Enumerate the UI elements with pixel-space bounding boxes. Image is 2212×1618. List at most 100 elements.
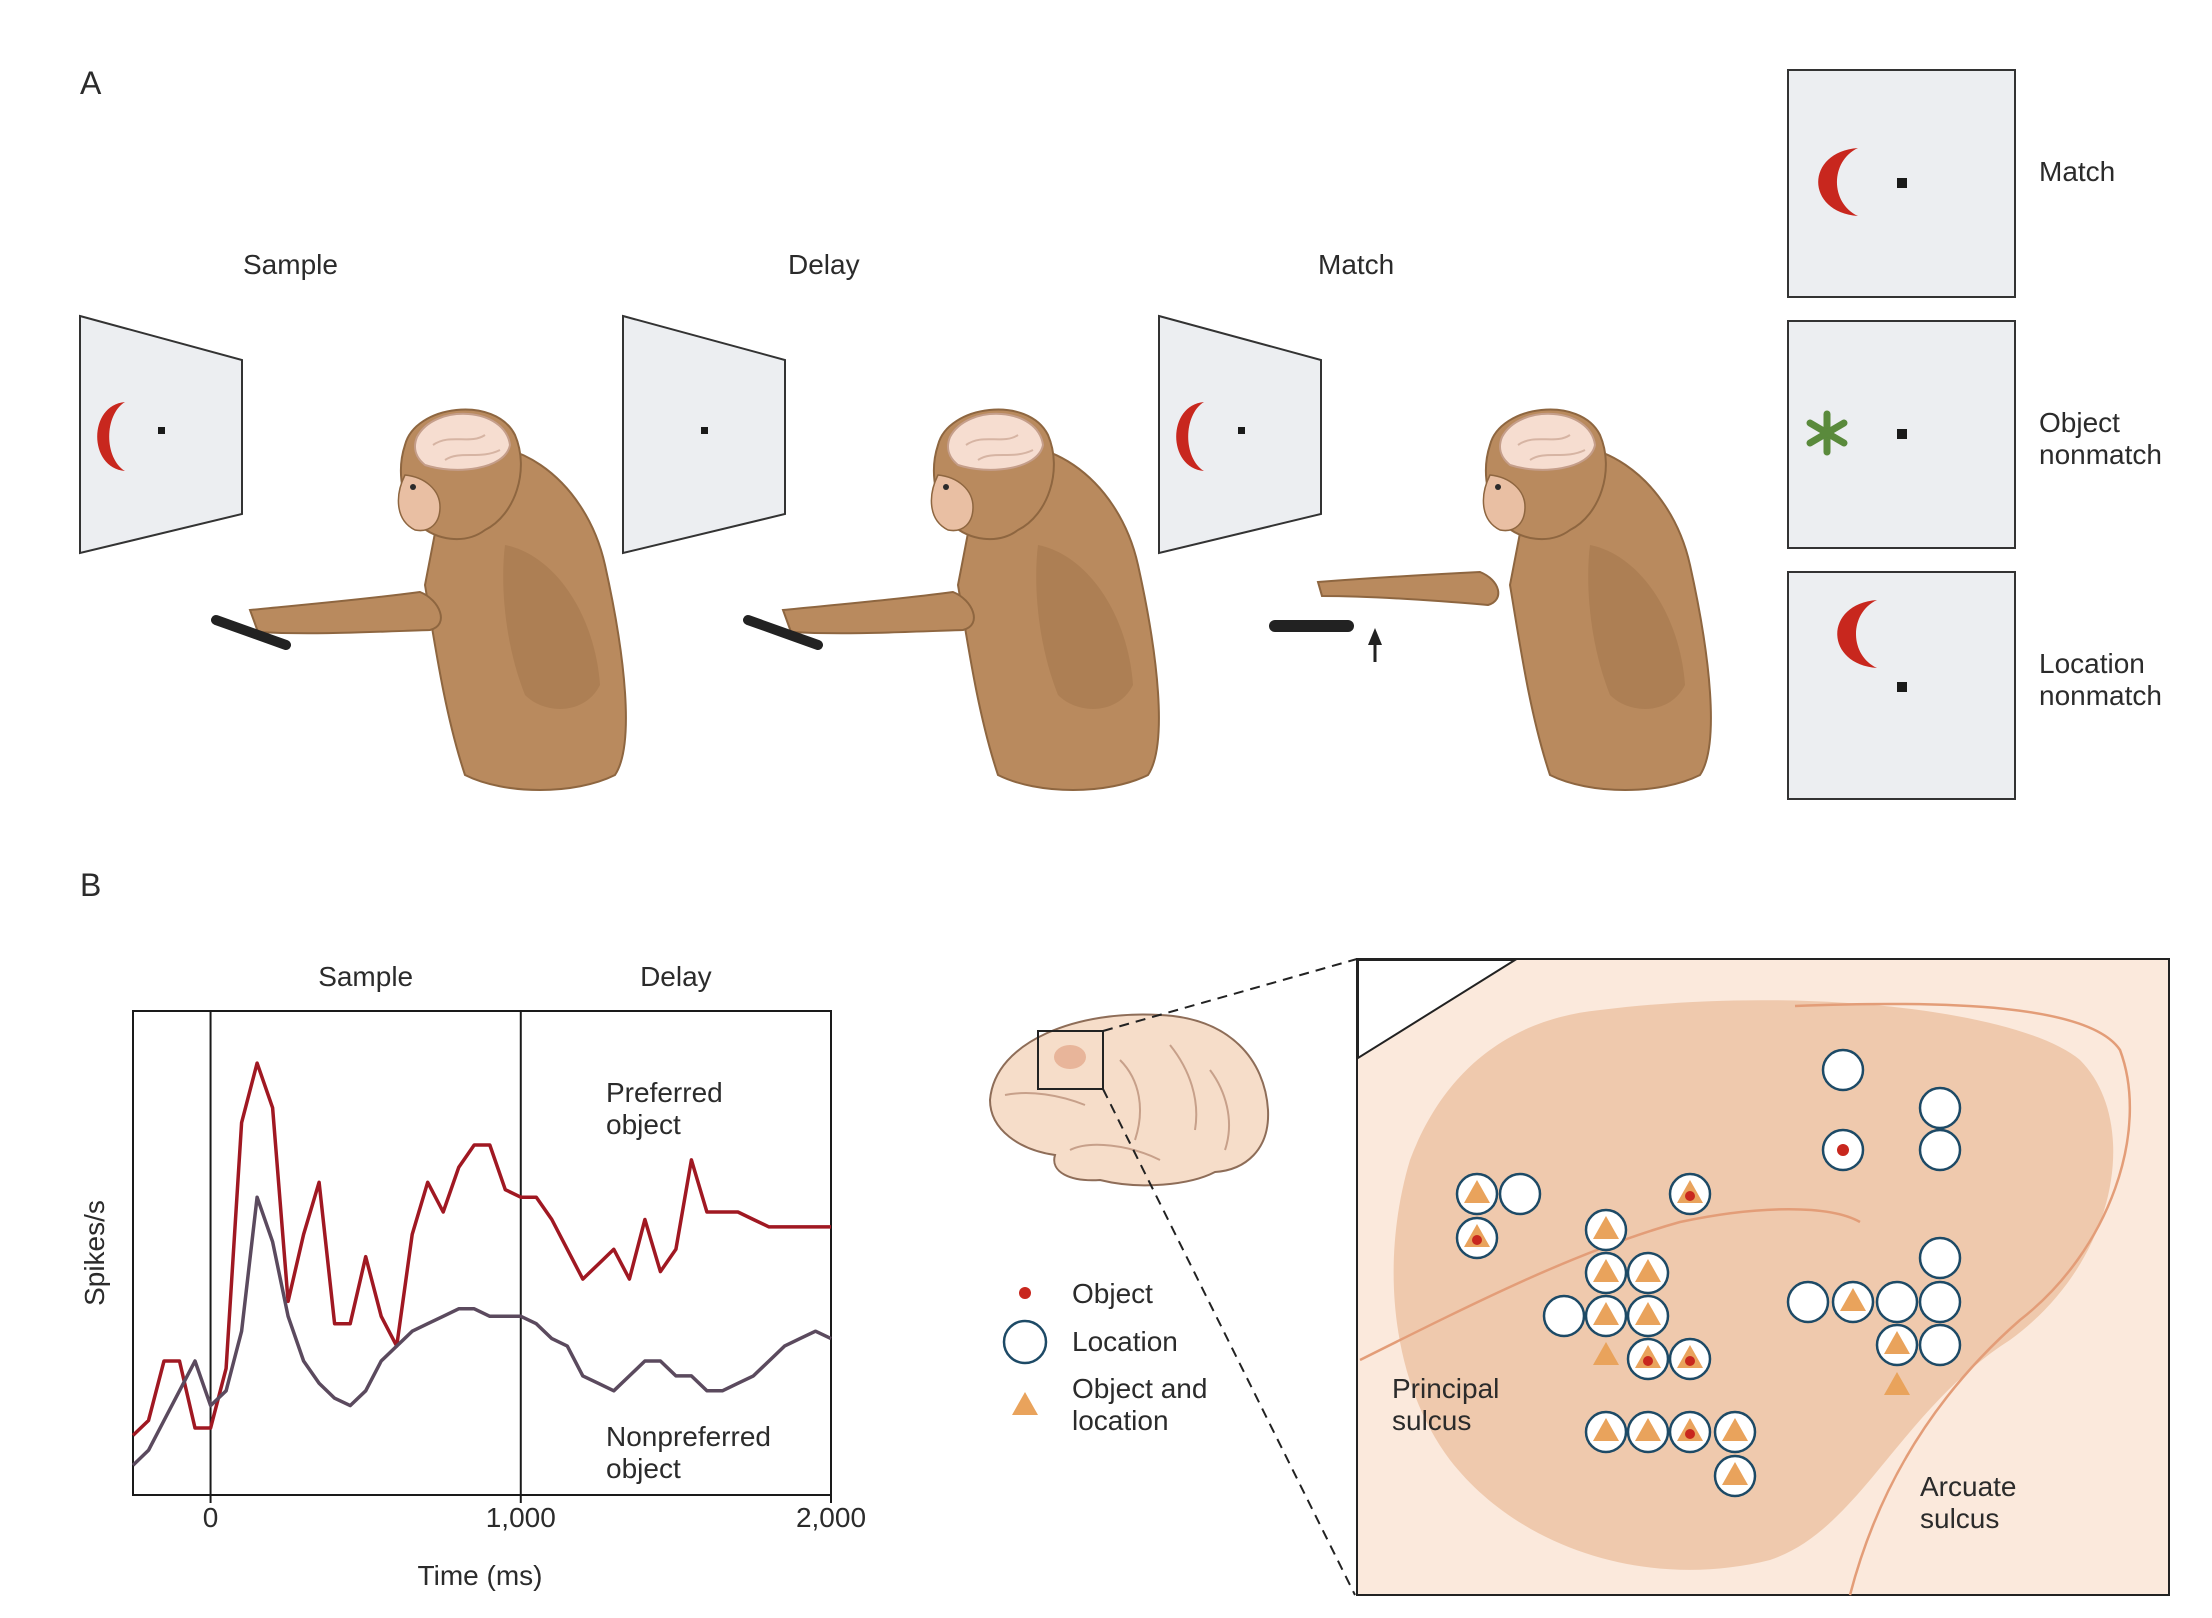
monkey-icon: [1482, 408, 1712, 791]
site-all-three: [1455, 1216, 1499, 1260]
recording-sites: [1455, 1048, 1962, 1498]
label-line: Preferred: [606, 1077, 723, 1108]
fixation-point-icon: [1897, 429, 1907, 439]
site-triangle: [1593, 1342, 1619, 1365]
label-line: object: [606, 1453, 681, 1484]
recording-area: [1054, 1045, 1086, 1069]
label-line: nonmatch: [2039, 680, 2162, 711]
label-line: sulcus: [1392, 1405, 1471, 1436]
screen: [79, 314, 243, 555]
site-location-object: [1821, 1128, 1865, 1172]
response-bar-icon: [211, 615, 291, 650]
fixation-point-icon: [1897, 682, 1907, 692]
response-bar-icon: [743, 615, 823, 650]
site-location: [1875, 1280, 1919, 1324]
site-location: [1918, 1086, 1962, 1130]
site-all-three: [1668, 1337, 1712, 1381]
brain-icon: [988, 1013, 1270, 1187]
series-layer: [131, 1061, 832, 1467]
arrowhead-icon: [1368, 628, 1382, 645]
y-axis-label: Spikes/s: [79, 1200, 110, 1306]
site-location: [1918, 1236, 1962, 1280]
label-line: nonmatch: [2039, 439, 2162, 470]
principal-sulcus-line: [1359, 1208, 1861, 1362]
label-line: location: [1072, 1405, 1169, 1436]
tick-label: 2,000: [796, 1502, 866, 1533]
condition-match: Match: [1787, 69, 2115, 298]
screen: [622, 314, 786, 555]
phase-label: Match: [1318, 249, 1394, 280]
screen: [1158, 314, 1322, 555]
epoch-labels: Sample Delay: [318, 961, 711, 992]
zoom-line: [1102, 958, 1358, 1032]
star-icon: [1806, 410, 1848, 456]
site-location: [1821, 1048, 1865, 1092]
crescent-icon: [1818, 148, 1858, 216]
site-location-triangle: [1713, 1410, 1757, 1454]
fixation-point-icon: [701, 427, 708, 434]
site-location-triangle: [1584, 1410, 1628, 1454]
phase-label: Sample: [243, 249, 338, 280]
series-line-0: [131, 1061, 831, 1437]
crescent-icon: [1837, 600, 1877, 668]
site-location-triangle: [1584, 1208, 1628, 1252]
legend-label: Object: [1072, 1278, 1153, 1309]
legend-label: Location: [1072, 1326, 1178, 1357]
label-line: object: [606, 1109, 681, 1140]
site-location: [1918, 1280, 1962, 1324]
epoch-label: Sample: [318, 961, 413, 992]
label-line: Object: [2039, 407, 2120, 438]
site-location: [1498, 1172, 1542, 1216]
site-location: [1918, 1128, 1962, 1172]
label-line: Nonpreferred: [606, 1421, 771, 1452]
monkey-arm: [781, 590, 975, 635]
epoch-label: Delay: [640, 961, 712, 992]
phase-label: Delay: [788, 249, 860, 280]
label-line: sulcus: [1920, 1503, 1999, 1534]
site-location-triangle: [1584, 1294, 1628, 1338]
x-ticks: 0 1,000 2,000: [203, 1495, 866, 1533]
panel-label-b: B: [80, 867, 101, 903]
arcuate-sulcus-line: [1794, 1002, 2132, 1596]
fixation-point-icon: [158, 427, 165, 434]
epoch-lines: [209, 1011, 522, 1495]
site-location-triangle: [1455, 1172, 1499, 1216]
label-line: Principal: [1392, 1373, 1499, 1404]
site-location-triangle: [1584, 1251, 1628, 1295]
label-line: Location: [2039, 648, 2145, 679]
zoom-box: [1037, 1030, 1104, 1090]
zoom-line: [1102, 1088, 1356, 1596]
site-location: [1542, 1294, 1586, 1338]
site-location-triangle: [1831, 1280, 1875, 1324]
monkey-arm: [248, 590, 442, 635]
site-location: [1918, 1323, 1962, 1367]
x-axis-label: Time (ms): [418, 1560, 543, 1591]
fixation-point-icon: [1897, 178, 1907, 188]
site-location-triangle: [1626, 1410, 1670, 1454]
phase-match: Match: [1158, 249, 1712, 791]
site-triangle: [1884, 1372, 1910, 1395]
monkey-arm: [1316, 570, 1500, 607]
tick-label: 1,000: [486, 1502, 556, 1533]
map-corner: [1357, 959, 1519, 1060]
label-line: Arcuate: [1920, 1471, 2017, 1502]
series-line-1: [131, 1195, 832, 1467]
tick-label: 0: [203, 1502, 219, 1533]
site-all-three: [1626, 1337, 1670, 1381]
label-line: Object and: [1072, 1373, 1207, 1404]
site-all-three: [1668, 1410, 1712, 1454]
phase-sample: Sample: [79, 249, 627, 791]
